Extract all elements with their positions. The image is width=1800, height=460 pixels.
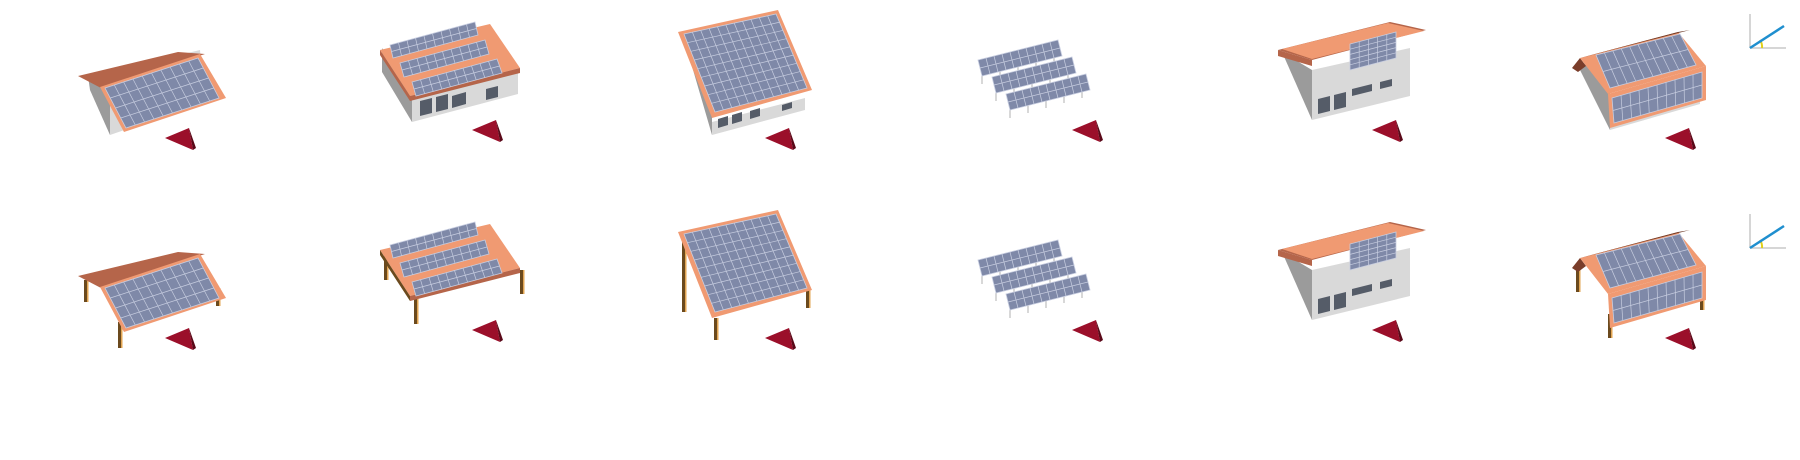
inclination-angle-icon bbox=[1748, 12, 1788, 56]
mounting-option-gabled-two-side-house[interactable] bbox=[1500, 10, 1740, 160]
flat-rows-carport-icon bbox=[380, 221, 525, 342]
mounting-option-flat-roof-rows-house[interactable] bbox=[300, 10, 540, 160]
gable-roof-house-icon bbox=[78, 50, 226, 150]
mounting-option-shed-carport[interactable] bbox=[600, 210, 840, 360]
facade-house-icon bbox=[1278, 22, 1426, 142]
mounting-option-gable-roof-house[interactable] bbox=[0, 10, 240, 160]
mounting-option-ground-mounted-rows[interactable] bbox=[900, 10, 1140, 160]
mounting-option-facade-house[interactable] bbox=[1200, 10, 1440, 160]
mounting-option-two-side-carport[interactable] bbox=[1500, 210, 1740, 360]
flat-roof-rows-house-icon bbox=[380, 21, 520, 142]
shed-carport-icon bbox=[678, 210, 812, 350]
mounting-option-shed-roof-house[interactable] bbox=[600, 10, 840, 160]
mounting-option-flat-rows-carport[interactable] bbox=[300, 210, 540, 360]
mounting-option-gable-carport[interactable] bbox=[0, 210, 240, 360]
mounting-option-ground-mounted-rows-2[interactable] bbox=[900, 210, 1140, 360]
facade-house-icon bbox=[1278, 222, 1426, 342]
ground-mounted-rows-icon bbox=[977, 39, 1103, 142]
ground-mounted-rows-icon bbox=[977, 239, 1103, 342]
mounting-option-facade-house-2[interactable] bbox=[1200, 210, 1440, 360]
two-side-carport-icon bbox=[1572, 230, 1706, 350]
gable-carport-icon bbox=[78, 252, 226, 350]
inclination-angle-icon bbox=[1748, 212, 1788, 256]
gabled-two-side-house-icon bbox=[1572, 30, 1706, 150]
shed-roof-house-icon bbox=[678, 10, 812, 150]
